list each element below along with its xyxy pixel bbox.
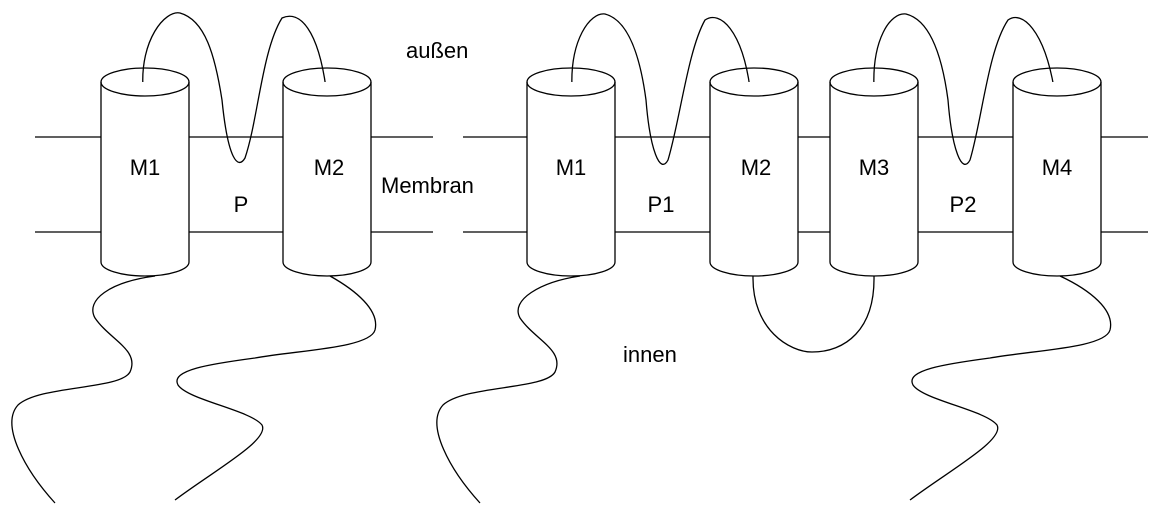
left-m1-label: M1 xyxy=(130,155,161,180)
membrane-label: Membran xyxy=(381,173,474,198)
right-m2-body xyxy=(709,82,799,277)
right-pore-1-label: P1 xyxy=(648,192,675,217)
right-m4-label: M4 xyxy=(1042,155,1073,180)
left-n-terminus xyxy=(11,275,156,504)
right-pore-loop-1 xyxy=(571,13,751,165)
right-m2-top xyxy=(709,67,799,97)
right-m4-helix xyxy=(1012,67,1102,277)
right-m3-helix xyxy=(829,67,919,277)
left-m2-label: M2 xyxy=(314,155,345,180)
left-c-terminus xyxy=(174,275,377,501)
right-m3-body xyxy=(829,82,919,277)
outside-label: außen xyxy=(406,38,468,63)
right-pore-loop-2 xyxy=(873,13,1055,165)
right-m2-label: M2 xyxy=(741,155,772,180)
left-pore-loop xyxy=(142,12,327,163)
right-m4-body xyxy=(1012,82,1102,277)
right-m1-helix xyxy=(526,67,616,277)
left-m1-body xyxy=(100,82,190,277)
left-m2-body xyxy=(282,82,372,277)
right-n-terminus xyxy=(436,275,581,504)
left-m2-top xyxy=(282,67,372,97)
left-channel: M1 M2 P xyxy=(11,12,377,504)
right-m3-label: M3 xyxy=(859,155,890,180)
right-channel: M1 M2 M3 M4 P1 P2 xyxy=(436,13,1112,504)
right-m1-label: M1 xyxy=(556,155,587,180)
right-m1-top xyxy=(526,67,616,97)
right-m2-m3-loop xyxy=(752,275,875,353)
right-m3-top xyxy=(829,67,919,97)
left-pore-label: P xyxy=(234,192,249,217)
right-c-terminus xyxy=(909,275,1112,501)
left-m1-top xyxy=(100,67,190,97)
right-m1-body xyxy=(526,82,616,277)
right-m4-top xyxy=(1012,67,1102,97)
inside-label: innen xyxy=(623,342,677,367)
left-m2-helix xyxy=(282,67,372,277)
left-m1-helix xyxy=(100,67,190,277)
right-pore-2-label: P2 xyxy=(950,192,977,217)
right-m2-helix xyxy=(709,67,799,277)
